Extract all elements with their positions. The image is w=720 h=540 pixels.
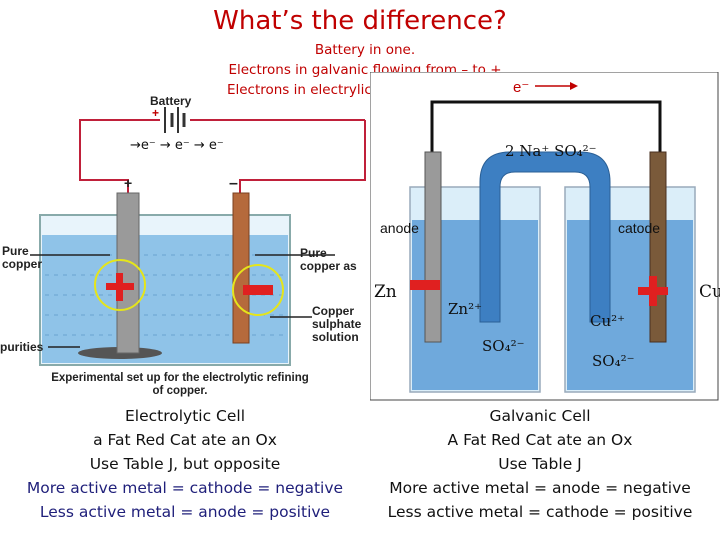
label-copper-sulphate: Copper sulphate solution [312,304,362,344]
cu-ion-label: Cu²⁺ [590,312,626,330]
electrolytic-figure-caption: Experimental set up for the electrolytic… [51,372,309,397]
page-title: What’s the difference? [213,6,507,36]
salt-bridge-label: 2 Na⁺ SO₄²⁻ [505,142,597,160]
anode-label: anode [380,220,419,236]
galvanic-caption-less-active: Less active metal = cathode = positive [387,503,693,521]
label-pure-copper-right: Pure copper as [300,246,357,273]
electrolytic-cell-diagram [30,107,366,366]
label-pure-copper-left: Pure copper [2,244,43,271]
battery-label: Battery [150,94,192,108]
terminal-minus: – [229,175,238,192]
so4-left-label: SO₄²⁻ [482,337,525,355]
label-impurities: purities [0,340,44,354]
note-battery: Battery in one. [314,42,416,58]
catode-label: catode [618,220,661,236]
electrolytic-caption-title: Electrolytic Cell [124,407,246,425]
galvanic-caption: Galvanic Cell A Fat Red Cat ate an Ox Us… [370,404,710,524]
terminal-plus: + [124,175,133,191]
electron-flow-label: →e⁻ → e⁻ → e⁻ [130,138,224,153]
cu-electrode-label: Cu [699,282,720,302]
electrolytic-caption-mnemonic: a Fat Red Cat ate an Ox [93,431,277,449]
galvanic-caption-table: Use Table J [498,455,582,473]
electrolytic-caption: Electrolytic Cell a Fat Red Cat ate an O… [10,404,360,524]
galvanic-caption-mnemonic: A Fat Red Cat ate an Ox [447,431,633,449]
zn-ion-label: Zn²⁺ [448,300,483,318]
galvanic-electron-label: e⁻ [513,79,530,96]
electrolytic-caption-table: Use Table J, but opposite [89,455,281,473]
galvanic-caption-more-active: More active metal = anode = negative [389,479,691,497]
galvanic-caption-title: Galvanic Cell [489,407,591,425]
electrolytic-caption-less-active: Less active metal = anode = positive [39,503,331,521]
galvanic-cell-diagram [370,72,719,401]
electrolytic-caption-more-active: More active metal = cathode = negative [26,479,344,497]
zn-electrode-label: Zn [374,282,397,302]
battery-plus-sign: + [152,106,160,120]
so4-right-label: SO₄²⁻ [592,352,635,370]
